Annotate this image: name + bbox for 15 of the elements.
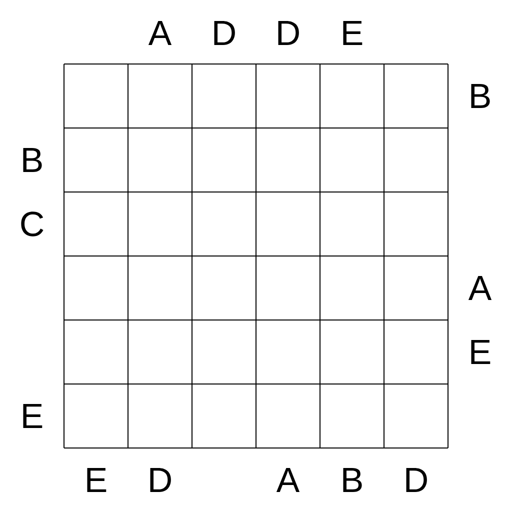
clue-letter: A	[276, 468, 300, 492]
clue-letter: E	[471, 340, 490, 364]
clue-letter: D	[214, 21, 235, 45]
clue-letter: B	[343, 468, 362, 492]
clue-letter: E	[87, 468, 106, 492]
clue-letter: E	[23, 404, 42, 428]
clue-letter: D	[278, 21, 299, 45]
clue-letter: E	[343, 21, 362, 45]
clue-letter: D	[150, 468, 171, 492]
clue-letter: D	[406, 468, 427, 492]
clue-letter: C	[21, 212, 44, 236]
clue-letter: A	[148, 21, 172, 45]
clue-letter: A	[468, 276, 492, 300]
clue-letter: B	[23, 148, 42, 172]
clue-letter: B	[471, 84, 490, 108]
